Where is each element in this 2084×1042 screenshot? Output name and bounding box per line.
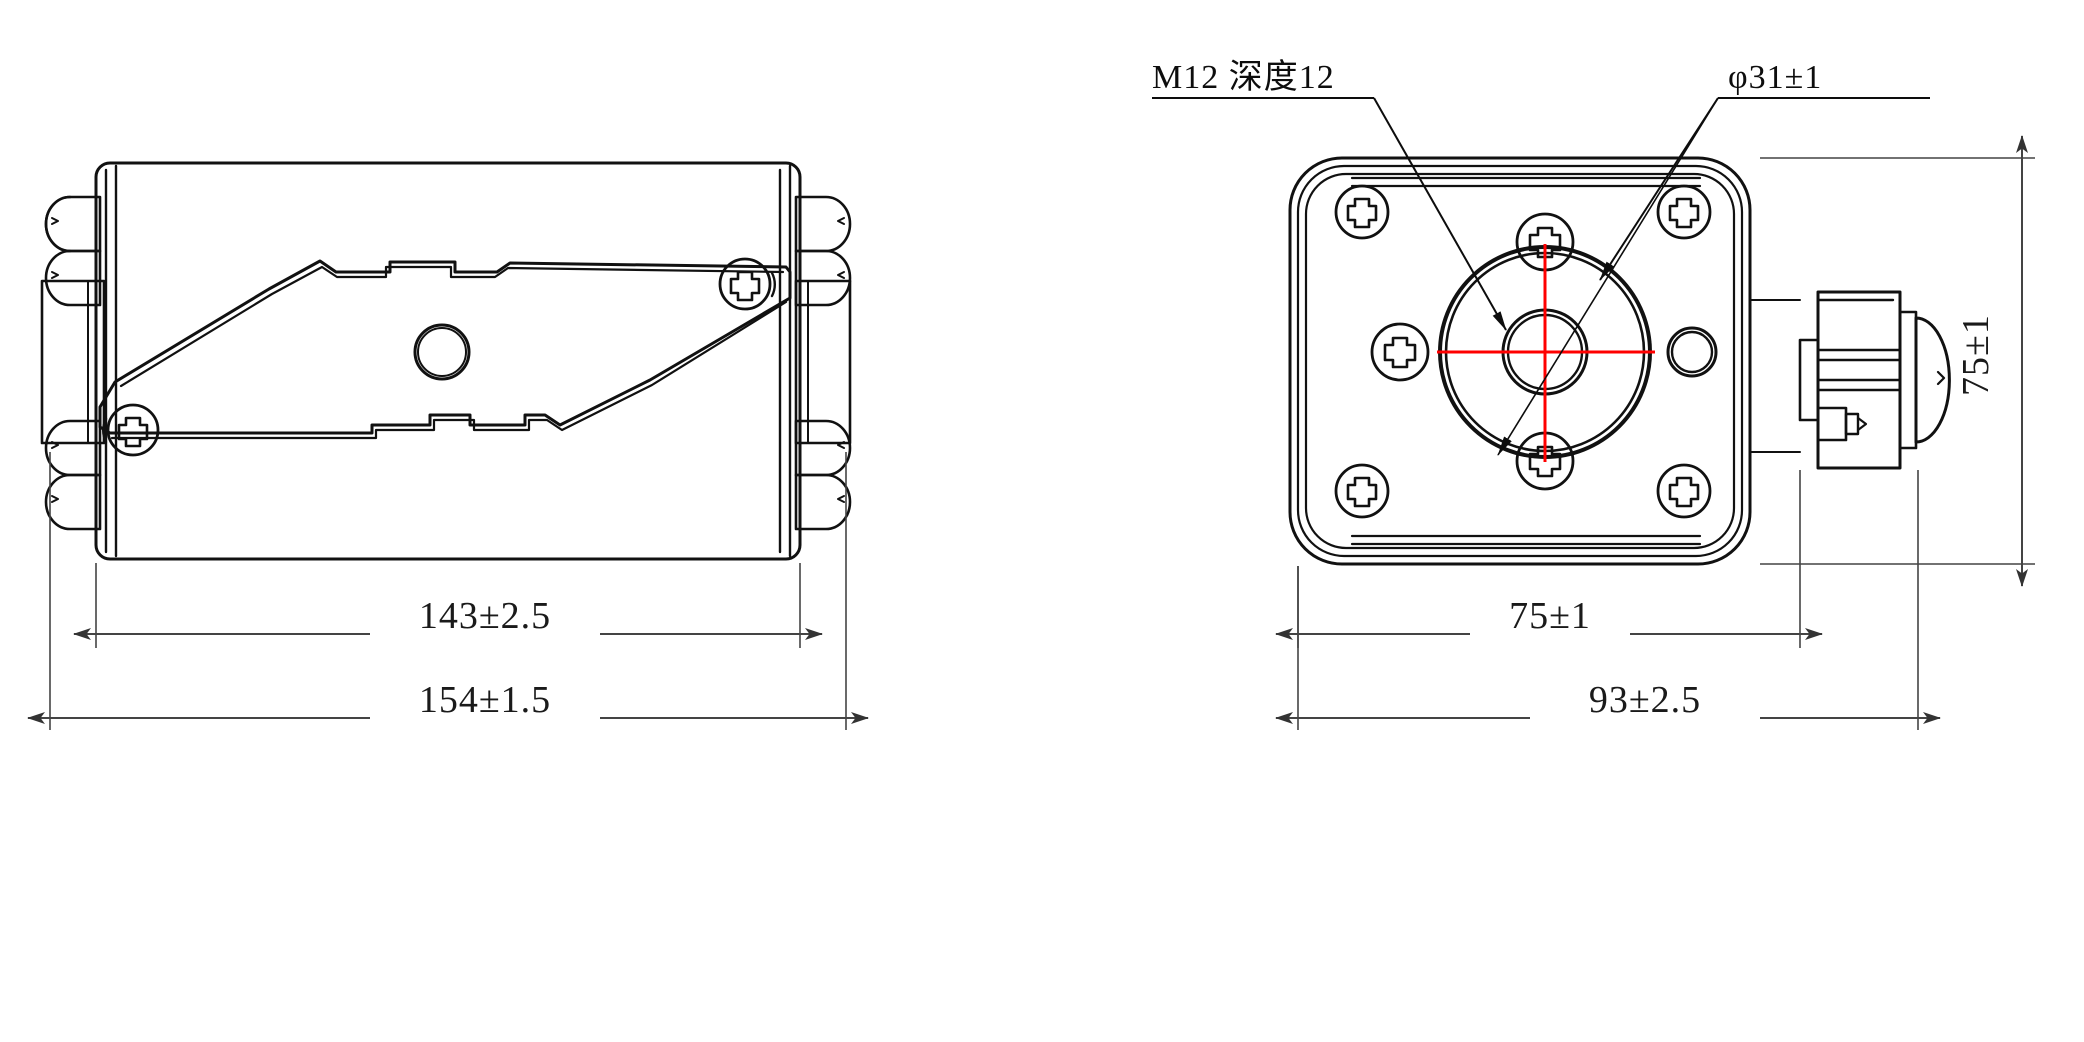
- dimension-75-vertical: 75±1: [1760, 135, 2035, 587]
- dimension-75-vertical-label: 75±1: [1955, 314, 1997, 396]
- end-view-body-outline: [1288, 156, 1752, 566]
- dimension-154: 154±1.5: [27, 452, 869, 730]
- end-view-bottom-seam: [1350, 534, 1702, 546]
- end-view-small-hole: [1666, 326, 1718, 378]
- end-view-connector-base: [1749, 299, 1801, 453]
- end-view-top-seam: [1350, 176, 1702, 188]
- dimension-143-label: 143±2.5: [419, 595, 551, 637]
- side-view-lever-arm: [98, 259, 792, 440]
- leader-m12: [1152, 97, 1507, 331]
- side-view: [40, 161, 852, 561]
- end-view-screw-bottom-left: [1334, 463, 1390, 519]
- leader-phi31: [1497, 97, 1930, 456]
- end-view-connector-upper: [1798, 290, 1951, 470]
- side-view-nut-top-left: [44, 195, 102, 253]
- end-view-screw-bottom-right: [1656, 463, 1712, 519]
- dimension-75-horizontal-label: 75±1: [1509, 595, 1591, 637]
- side-view-nut-top-right: [794, 195, 852, 253]
- side-view-nut-top-right-2: [794, 249, 852, 307]
- side-view-left-end-plate: [40, 279, 106, 445]
- side-view-screw-upper-right: [718, 257, 776, 311]
- dimension-93: 93±2.5: [1275, 470, 1941, 730]
- end-view: [1288, 156, 1951, 566]
- end-view-screw-top-right: [1656, 184, 1712, 240]
- dimension-143: 143±2.5: [73, 563, 823, 648]
- side-view-main-body: [94, 161, 802, 561]
- end-view-screw-top-left: [1334, 184, 1390, 240]
- end-view-centerlines: [1437, 244, 1655, 462]
- side-view-screw-lower-left: [102, 403, 160, 457]
- end-view-screw-mid-left: [1370, 322, 1430, 382]
- side-view-nut-top-left-2: [44, 249, 102, 307]
- end-view-connector-lower: [1816, 406, 1868, 442]
- note-phi31-label: φ31±1: [1728, 59, 1822, 96]
- note-m12-label: M12 深度12: [1152, 58, 1335, 96]
- side-view-nut-bottom-left-2: [44, 473, 102, 531]
- side-view-nut-bottom-right-2: [794, 473, 852, 531]
- side-view-nut-bottom-left: [44, 419, 102, 477]
- dimension-154-label: 154±1.5: [419, 679, 551, 721]
- dimension-93-label: 93±2.5: [1589, 679, 1701, 721]
- side-view-nut-bottom-right: [794, 419, 852, 477]
- dimension-75-horizontal: 75±1: [1275, 470, 1823, 648]
